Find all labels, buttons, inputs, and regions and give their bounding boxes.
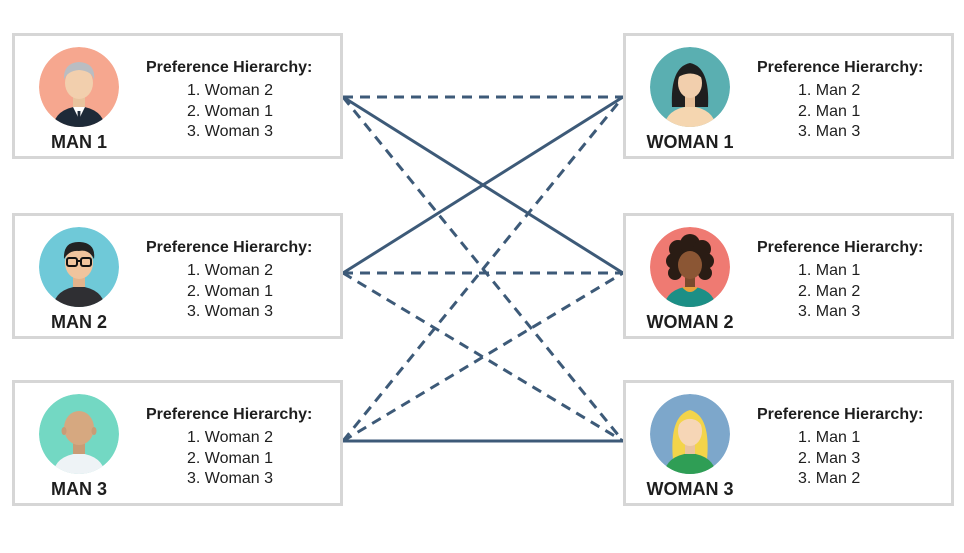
card-man-3: MAN 3 Preference Hierarchy: 1. Woman 2 2… (12, 380, 343, 506)
man-1-pref-title: Preference Hierarchy: (146, 59, 313, 76)
woman-3-pref-item: 2. Man 3 (798, 449, 861, 467)
man-2-pref-item: 1. Woman 2 (187, 262, 273, 279)
woman-1-avatar (650, 47, 730, 127)
woman-3-pref-item: 3. Man 2 (798, 470, 861, 487)
man-3-pref-list: 1. Woman 2 2. Woman 1 3. Woman 3 (187, 428, 273, 490)
man-3-pref-item: 2. Woman 1 (187, 449, 273, 467)
man-1-pref-list: 1. Woman 2 2. Woman 1 3. Woman 3 (187, 81, 273, 143)
woman-3-name: WOMAN 3 (646, 479, 734, 499)
man-1-name: MAN 1 (50, 132, 107, 152)
woman-2-pref-item: 2. Man 2 (798, 282, 861, 300)
woman-1-pref-title: Preference Hierarchy: (757, 59, 924, 76)
man-3-pref-item: 1. Woman 2 (187, 429, 273, 446)
card-woman-1: WOMAN 1 Preference Hierarchy: 1. Man 2 2… (623, 33, 954, 159)
woman-3-pref-item: 1. Man 1 (798, 429, 861, 446)
connection-man-2-woman-3 (342, 271, 624, 443)
man-3-avatar (39, 394, 119, 474)
man-2-pref-list: 1. Woman 2 2. Woman 1 3. Woman 3 (187, 261, 273, 323)
man-2-pref-item: 3. Woman 3 (187, 303, 273, 320)
woman-2-pref-list: 1. Man 1 2. Man 2 3. Man 3 (798, 261, 860, 323)
woman-3-avatar (650, 394, 730, 474)
woman-1-name: WOMAN 1 (646, 132, 734, 152)
man-3-pref-item: 3. Woman 3 (187, 470, 273, 487)
woman-1-pref-list: 1. Man 2 2. Man 1 3. Man 3 (798, 81, 860, 143)
card-woman-3: WOMAN 3 Preference Hierarchy: 1. Man 1 2… (623, 380, 954, 506)
woman-3-pref-title: Preference Hierarchy: (757, 406, 924, 423)
connection-man-3-woman-1 (341, 96, 625, 442)
man-2-avatar (39, 227, 119, 307)
man-3-pref-title: Preference Hierarchy: (146, 406, 313, 423)
man-1-pref-item: 2. Woman 1 (187, 102, 273, 120)
woman-1-pref-item: 3. Man 3 (798, 123, 861, 140)
woman-2-pref-item: 3. Man 3 (798, 303, 861, 320)
man-1-avatar (39, 47, 119, 127)
man-1-pref-item: 1. Woman 2 (187, 82, 273, 99)
woman-3-pref-list: 1. Man 1 2. Man 3 3. Man 2 (798, 428, 860, 490)
card-woman-2: WOMAN 2 Preference Hierarchy: 1. Man 1 2… (623, 213, 954, 339)
man-2-pref-title: Preference Hierarchy: (146, 239, 313, 256)
card-man-2: MAN 2 Preference Hierarchy: 1. Woman 2 2… (12, 213, 343, 339)
man-1-pref-item: 3. Woman 3 (187, 123, 273, 140)
woman-1-pref-item: 1. Man 2 (798, 82, 861, 99)
woman-2-pref-item: 1. Man 1 (798, 262, 861, 279)
man-2-name: MAN 2 (50, 312, 107, 332)
card-man-1: MAN 1 Preference Hierarchy: 1. Woman 2 2… (12, 33, 343, 159)
man-3-name: MAN 3 (50, 479, 107, 499)
woman-2-avatar (650, 227, 730, 307)
woman-2-pref-title: Preference Hierarchy: (757, 239, 924, 256)
woman-2-name: WOMAN 2 (646, 312, 734, 332)
woman-1-pref-item: 2. Man 1 (798, 102, 861, 120)
connection-man-3-woman-2 (342, 271, 624, 443)
man-2-pref-item: 2. Woman 1 (187, 282, 273, 300)
connection-man-2-woman-1 (342, 95, 624, 275)
